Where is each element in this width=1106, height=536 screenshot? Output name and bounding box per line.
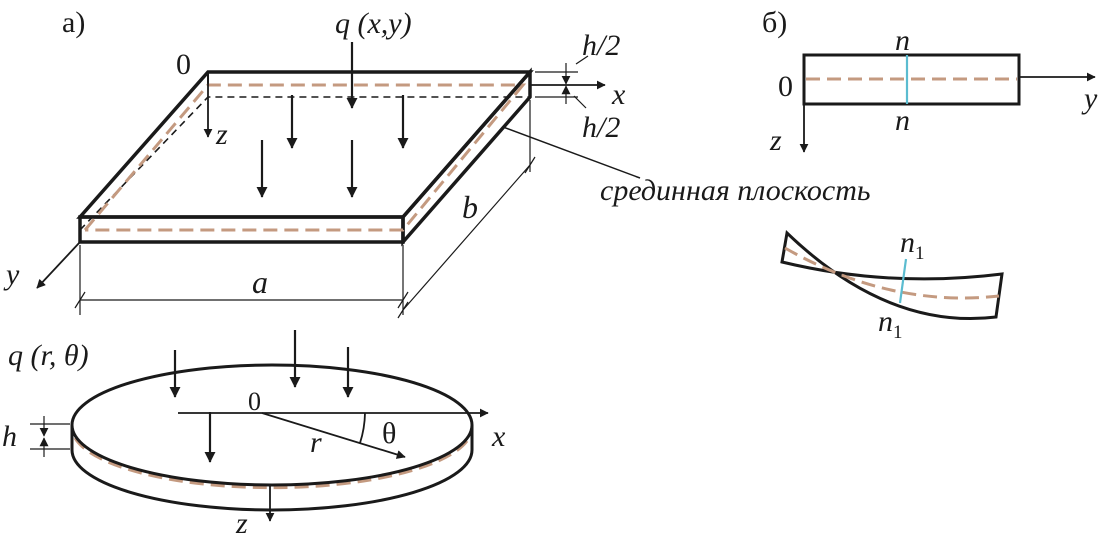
disk-x-label: x <box>491 420 506 453</box>
plate-origin-label: 0 <box>176 48 191 81</box>
dimension-b <box>397 100 536 319</box>
normal-top-label: n <box>895 24 910 57</box>
disk-load-arrows <box>169 330 354 463</box>
dimension-a <box>74 245 409 315</box>
panel-b-label: б) <box>762 6 787 39</box>
disk-radius-vector <box>261 412 406 459</box>
disk-load-label: q (r, θ) <box>8 339 89 372</box>
disk-angle-arc <box>359 412 366 444</box>
plate-axes <box>36 80 606 289</box>
midplane-label: срединная плоскость <box>600 174 871 207</box>
plate-load-arrows <box>256 42 409 198</box>
dimension-tick <box>524 156 536 174</box>
section-undeformed <box>802 53 1021 106</box>
plate-y-axis <box>36 241 81 289</box>
subscript-one: 1 <box>893 322 903 343</box>
deformed-normal-top-label: n1 <box>900 226 925 264</box>
plate-load-label: q (x,y) <box>335 7 412 40</box>
deformed-normal-line <box>898 258 908 304</box>
dimension-leader <box>575 55 589 65</box>
half-thickness-top-label: h/2 <box>582 29 620 62</box>
section-z-label: z <box>769 124 782 157</box>
circular-plate: q (r, θ) 0 x r θ z h <box>2 330 506 536</box>
disk-z-label: z <box>235 507 248 536</box>
deformed-midplane-line <box>784 246 1000 300</box>
disk-thickness-label: h <box>2 420 17 453</box>
dimension-line-b <box>402 164 531 311</box>
dimension-tick <box>397 291 409 309</box>
normal-bottom-label: n <box>895 104 910 137</box>
plate-y-label: y <box>3 258 20 291</box>
midplane-leader-line <box>502 126 641 179</box>
section-y-label: y <box>1081 82 1098 115</box>
dimension-leader <box>573 95 587 109</box>
section-deformed <box>780 229 1004 321</box>
deformed-normal-bottom-label: n1 <box>878 305 903 343</box>
panel-a-label: а) <box>62 6 85 39</box>
plate-thickness-dimension <box>535 55 589 109</box>
plate-x-label: x <box>611 78 626 111</box>
side-b-label: b <box>462 189 478 225</box>
disk-top-face <box>70 363 474 487</box>
disk-radius-label: r <box>310 426 322 459</box>
plate-midplane-line <box>83 83 527 232</box>
dimension-tick <box>74 291 86 309</box>
disk-axes <box>178 408 489 522</box>
disk-origin-label: 0 <box>248 387 261 416</box>
plate-z-label: z <box>215 118 228 151</box>
panel-b: б) n n 0 y z n1 n1 <box>762 6 1098 343</box>
subscript-one: 1 <box>915 243 925 264</box>
disk-angle-label: θ <box>382 417 396 450</box>
section-axes <box>799 72 1096 153</box>
panel-a: а) q (x,y) 0 z <box>3 6 871 319</box>
side-a-label: a <box>252 264 268 300</box>
dimension-tick <box>397 301 409 319</box>
section-origin-label: 0 <box>778 70 793 103</box>
disk-thickness-dimension <box>30 416 70 457</box>
half-thickness-bottom-label: h/2 <box>582 111 620 144</box>
